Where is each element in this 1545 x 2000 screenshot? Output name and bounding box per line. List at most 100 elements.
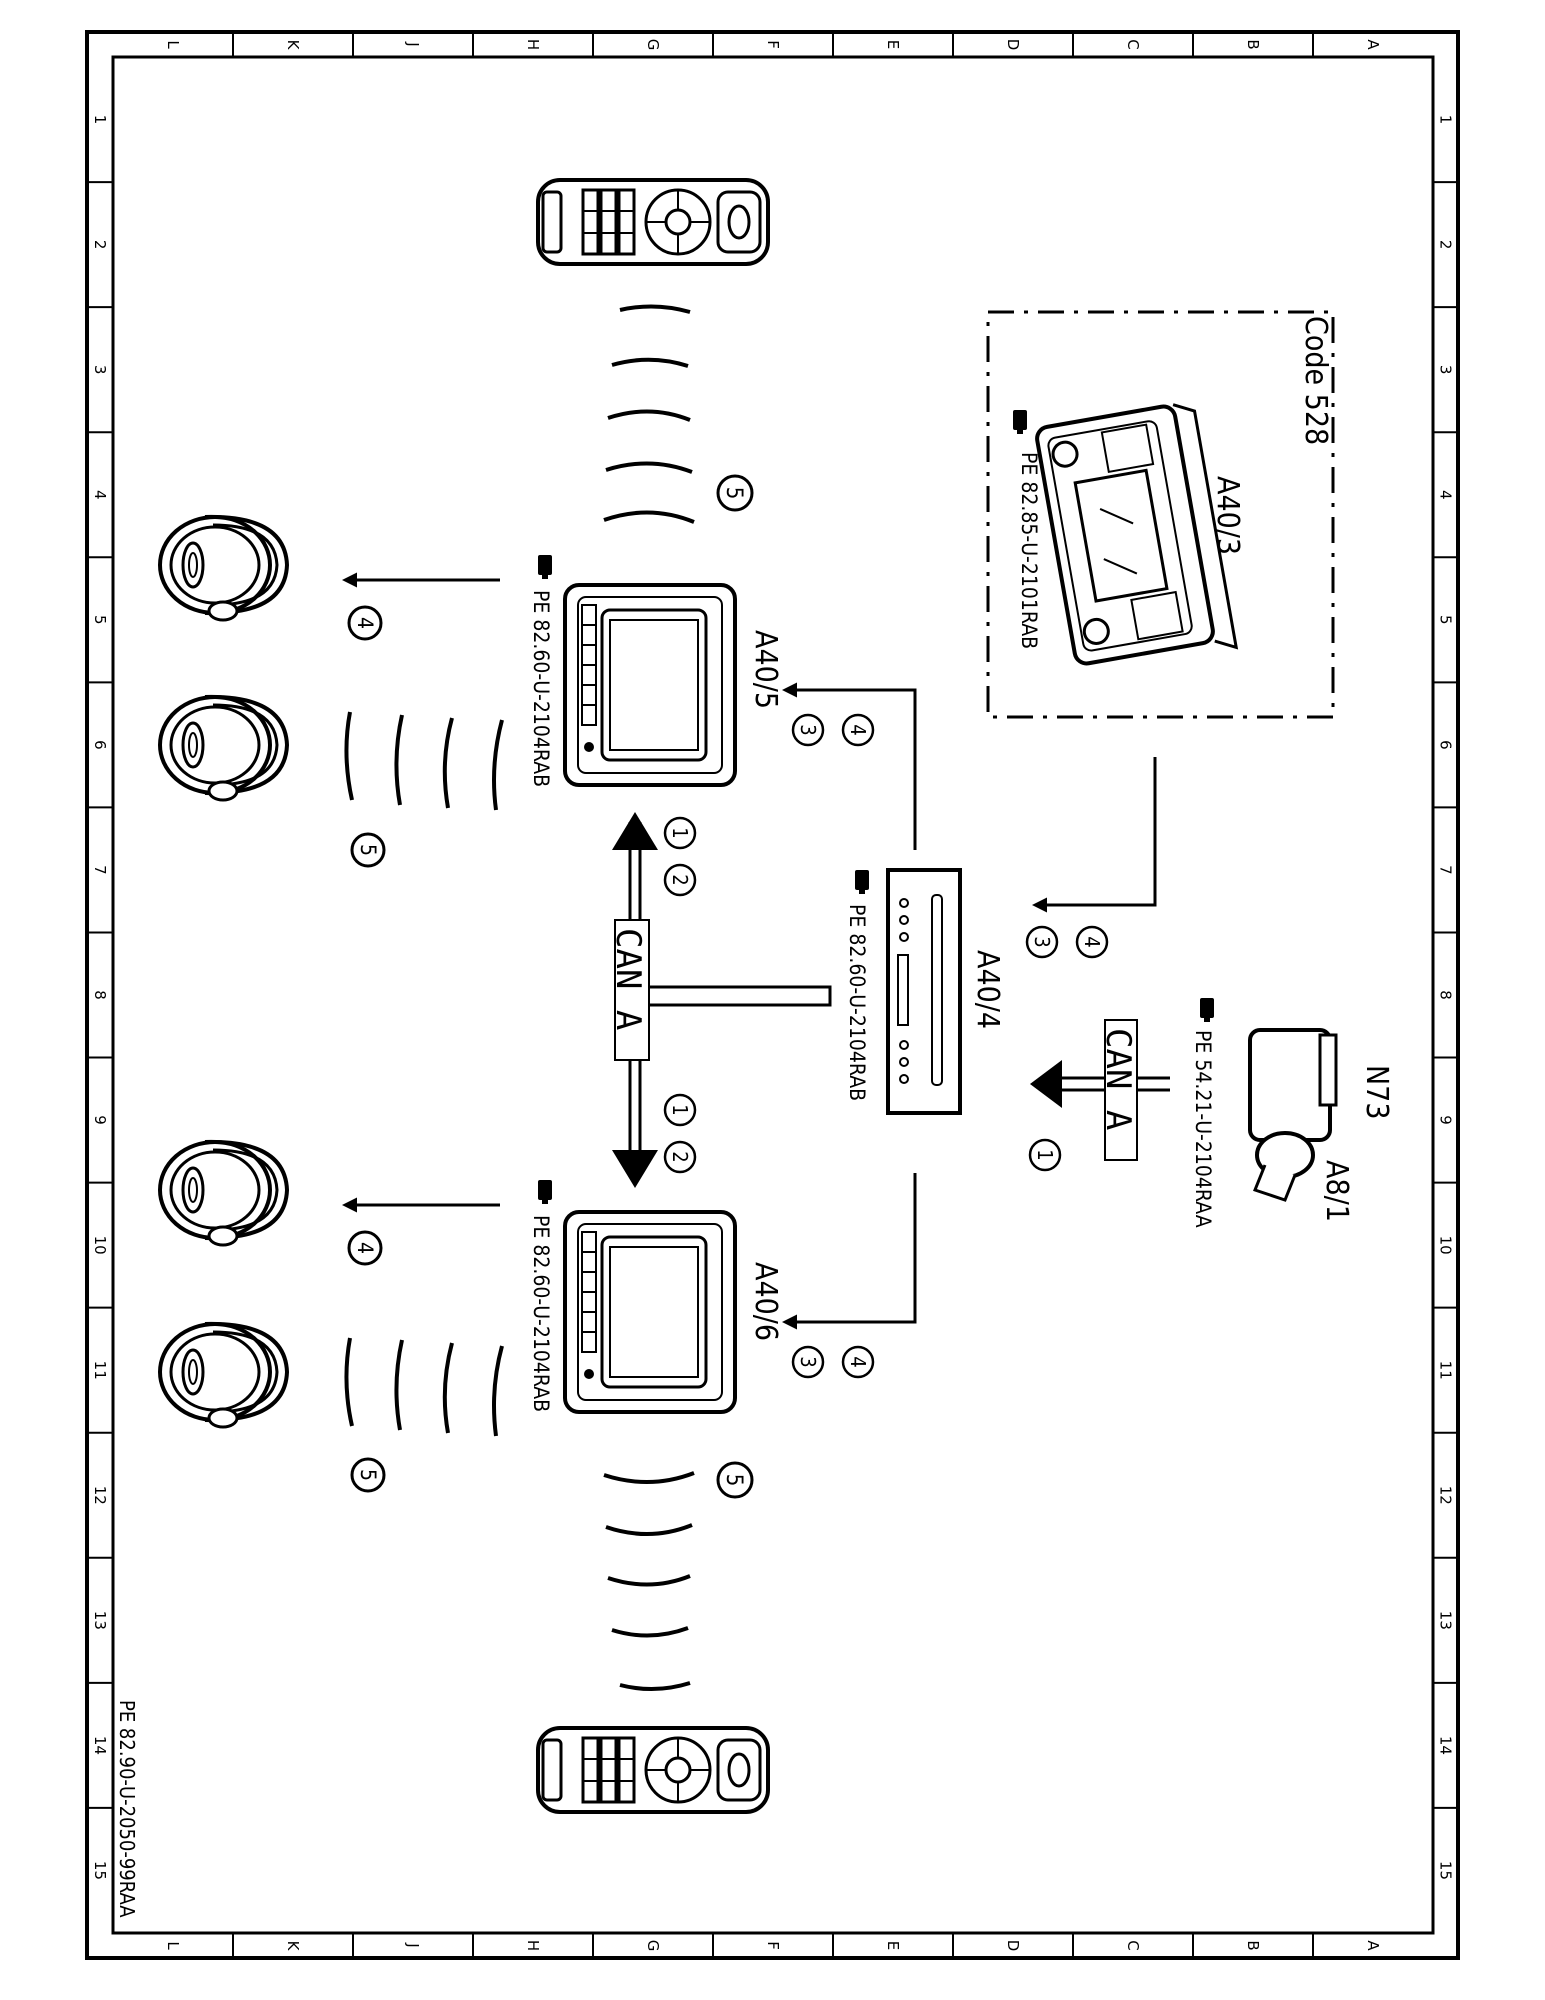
grid-number-left: 7 (91, 865, 109, 875)
grid-letter-top: H (524, 39, 542, 50)
grid-number-right: 1 (1437, 115, 1455, 125)
svg-text:3: 3 (796, 724, 820, 735)
grid-letter-bottom: K (284, 1941, 302, 1952)
grid-letter-bottom: D (1004, 1940, 1022, 1952)
svg-text:1: 1 (668, 827, 692, 838)
wireless-waves-bottom (344, 1337, 504, 1437)
grid-number-left: 4 (91, 490, 109, 500)
svg-text:2: 2 (668, 1151, 692, 1162)
grid-number-left: 14 (91, 1736, 109, 1755)
svg-text:3: 3 (1030, 936, 1054, 947)
can-arrow-head (1030, 1060, 1062, 1108)
grid-letter-top: C (1124, 39, 1142, 49)
svg-text:4: 4 (846, 724, 870, 735)
svg-text:2: 2 (668, 874, 692, 885)
grid-letter-bottom: L (164, 1941, 182, 1950)
marker-5-icon (350, 832, 386, 868)
marker-3-icon (791, 713, 825, 747)
marker-3-icon (1025, 925, 1059, 959)
grid-number-left: 15 (91, 1861, 109, 1880)
grid-letter-top: J (404, 41, 422, 46)
grid-letter-top: E (884, 40, 902, 49)
grid-letter-top: D (1004, 39, 1022, 51)
can-bus-stub (640, 985, 832, 1007)
svg-text:1: 1 (668, 1104, 692, 1115)
grid-number-left: 9 (91, 1115, 109, 1125)
a40-4-label: A40/4 (970, 950, 1005, 1029)
grid-number-right: 11 (1437, 1361, 1455, 1380)
can-bus-arrow-down (612, 1150, 658, 1188)
ignition-switch-icon (1248, 1028, 1338, 1202)
grid-letter-bottom: E (884, 1941, 902, 1950)
grid-number-left: 2 (91, 240, 109, 250)
svg-text:4: 4 (846, 1356, 870, 1367)
a8-1-label: A8/1 (1319, 1160, 1354, 1222)
n73-ref: PE 54.21-U-2104RAA (1191, 1030, 1215, 1228)
marker-4-icon (841, 713, 875, 747)
grid-number-left: 3 (91, 365, 109, 375)
outer-border (85, 30, 1460, 1960)
can-bus-arrow-up (612, 812, 658, 850)
hand-pointer-icon (1013, 410, 1027, 434)
svg-text:4: 4 (353, 1242, 377, 1254)
a40-3-label: A40/3 (1210, 476, 1245, 555)
marker-3-icon (791, 1345, 825, 1379)
grid-number-right: 10 (1437, 1236, 1455, 1255)
grid-number-right: 6 (1437, 740, 1455, 750)
can-a-bus-label: CAN A (608, 928, 648, 1030)
can-a-label: CAN A (1098, 1028, 1138, 1130)
grid-number-left: 11 (91, 1361, 109, 1380)
marker-5-icon (716, 474, 754, 512)
headphones-wired-bottom-icon (158, 1139, 289, 1247)
grid-letter-bottom: G (644, 1940, 662, 1952)
wireless-waves-top (344, 711, 504, 811)
a40-5-monitor-icon (563, 583, 737, 787)
grid-letter-top: B (1244, 39, 1262, 49)
grid-letter-top: K (284, 40, 302, 51)
a40-4-ref: PE 82.60-U-2104RAB (845, 904, 869, 1101)
hand-pointer-icon (538, 555, 552, 579)
grid-letter-top: G (644, 39, 662, 51)
grid-number-right: 5 (1437, 615, 1455, 625)
marker-4-icon (347, 1230, 383, 1266)
svg-text:1: 1 (1033, 1149, 1057, 1160)
marker-2-icon (663, 863, 697, 897)
grid-number-left: 5 (91, 615, 109, 625)
grid-number-left: 12 (91, 1486, 109, 1505)
grid-number-right: 9 (1437, 1115, 1455, 1125)
inner-border (111, 55, 1435, 1935)
grid-number-right: 3 (1437, 365, 1455, 375)
a40-6-label: A40/6 (748, 1262, 783, 1341)
remote-control-top-icon (536, 178, 770, 266)
grid-letter-top: L (164, 40, 182, 49)
diagram-content: Code 528 A40/3 PE 82.85-U-2101RAB 4 3 (158, 178, 1394, 1814)
grid-letter-top: F (764, 40, 782, 49)
marker-4-icon (1075, 925, 1109, 959)
grid-number-left: 6 (91, 740, 109, 750)
ir-waves-top (603, 304, 695, 524)
hand-pointer-icon (1200, 998, 1214, 1022)
grid-number-right: 15 (1437, 1861, 1455, 1880)
a40-5-label: A40/5 (748, 630, 783, 709)
headphones-wireless-bottom-icon (158, 1321, 289, 1429)
code-528-box (986, 310, 1335, 719)
marker-1-icon (663, 816, 697, 850)
marker-5-icon (716, 1461, 754, 1499)
n73-label: N73 (1359, 1065, 1394, 1120)
grid-letter-bottom: B (1244, 1940, 1262, 1950)
line-a40-4-to-a40-6 (782, 1173, 917, 1330)
grid-letter-bottom: J (404, 1942, 422, 1947)
grid-number-right: 12 (1437, 1486, 1455, 1505)
svg-text:5: 5 (721, 1474, 746, 1487)
svg-text:4: 4 (1080, 936, 1104, 947)
can-a-bus-label-box (614, 919, 650, 1061)
grid-number-right: 13 (1437, 1611, 1455, 1630)
svg-text:5: 5 (356, 1469, 380, 1481)
svg-text:5: 5 (356, 844, 380, 856)
grid-number-right: 7 (1437, 865, 1455, 875)
grid-number-left: 8 (91, 990, 109, 1000)
grid-number-right: 2 (1437, 240, 1455, 250)
